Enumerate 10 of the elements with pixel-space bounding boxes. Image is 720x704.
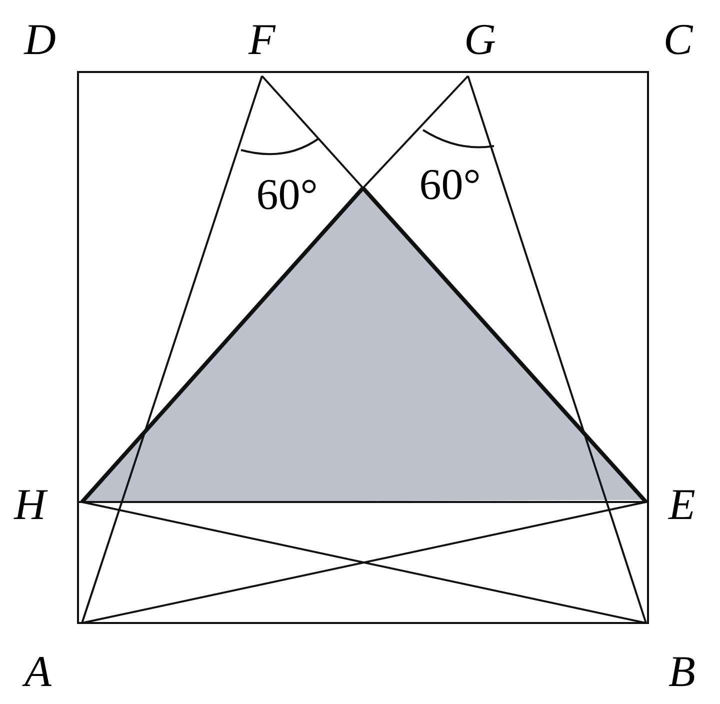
point-label: H	[14, 483, 46, 527]
point-label: A	[24, 650, 52, 694]
point-label: B	[668, 650, 696, 694]
point-label: F	[248, 18, 276, 62]
point-label: G	[464, 18, 496, 62]
point-label: E	[668, 483, 696, 527]
angle-label: 60°	[256, 173, 318, 217]
point-label: C	[663, 18, 693, 62]
point-label: D	[24, 18, 56, 62]
angle-label: 60°	[419, 163, 481, 207]
